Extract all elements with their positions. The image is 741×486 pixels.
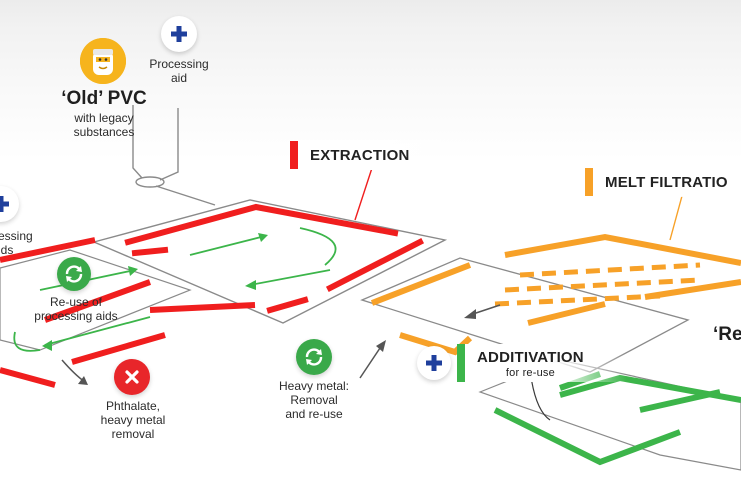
- recycle-icon-center: [296, 339, 332, 375]
- processing-aids-left-label: essing ids: [0, 229, 38, 258]
- input-pipe: [132, 105, 216, 206]
- extraction-label: EXTRACTION: [310, 146, 410, 164]
- extraction-color-bar: [290, 141, 298, 169]
- reuse-line-1: Re-use of: [49, 295, 103, 309]
- left-platform-outline: [0, 249, 192, 351]
- filtration-color-bar: [585, 168, 593, 196]
- processing-aid-line-2: aid: [170, 70, 187, 85]
- melt-filtration-title: MELT FILTRATIO: [585, 167, 741, 197]
- filtration-connector: [669, 195, 683, 241]
- old-pvc-sub-2: substances: [73, 124, 135, 139]
- heavy-metal-line-2: Removal: [290, 392, 338, 407]
- filter-bars: [494, 262, 701, 307]
- x-icon-removal: [114, 359, 150, 395]
- heavy-metal-line-1: Heavy metal:: [278, 379, 350, 393]
- additivation-text: ADDITIVATION for re-use: [477, 344, 584, 379]
- additivation-color-bar: [457, 344, 465, 382]
- processing-aid-line-1: Processing: [149, 57, 209, 71]
- arrow-heads: [42, 233, 268, 351]
- reuse-line-2: processing aids: [34, 308, 118, 323]
- plus-icon-top: [161, 16, 197, 52]
- additivation-title: ADDITIVATION for re-use: [457, 344, 627, 382]
- phthalate-line-2: heavy metal: [100, 412, 166, 427]
- processing-aids-left-2: ids: [0, 242, 14, 257]
- filtration-frame: [370, 233, 741, 356]
- phthalate-removal-label: Phthalate, heavy metal removal: [85, 399, 181, 441]
- left-red-frame: [0, 237, 256, 388]
- old-pvc-sub-1: with legacy: [74, 110, 134, 125]
- recycle-icon-left: [57, 257, 91, 291]
- additivation-sub: for re-use: [505, 367, 555, 379]
- processing-aid-label: Processing aid: [140, 57, 218, 86]
- pvc-avatar-icon: [80, 38, 126, 84]
- reuse-processing-aids-label: Re-use of processing aids: [20, 295, 132, 324]
- phthalate-line-1: Phthalate,: [105, 399, 161, 413]
- old-pvc-title: ‘Old’ PVC: [61, 88, 147, 109]
- title-connectors: [354, 167, 373, 221]
- extraction-frame: [124, 203, 425, 314]
- plus-icon-left: [0, 186, 19, 222]
- heavy-metal-label: Heavy metal: Removal and re-use: [262, 379, 366, 421]
- re-label-cut: ‘Re: [713, 324, 741, 345]
- melt-filtration-label: MELT FILTRATIO: [605, 173, 728, 191]
- extraction-platform-outline: [91, 199, 448, 324]
- plus-icon-additivation: [417, 346, 451, 380]
- heavy-metal-line-3: and re-use: [285, 406, 343, 421]
- additivation-frame: [493, 371, 741, 466]
- old-pvc-label: ‘Old’ PVC with legacy substances: [48, 88, 160, 139]
- gray-arrow-heads: [78, 309, 476, 385]
- extraction-title: EXTRACTION: [290, 140, 460, 170]
- processing-aids-left-1: essing: [0, 229, 33, 243]
- additivation-label: ADDITIVATION: [477, 349, 584, 366]
- phthalate-line-3: removal: [111, 426, 155, 441]
